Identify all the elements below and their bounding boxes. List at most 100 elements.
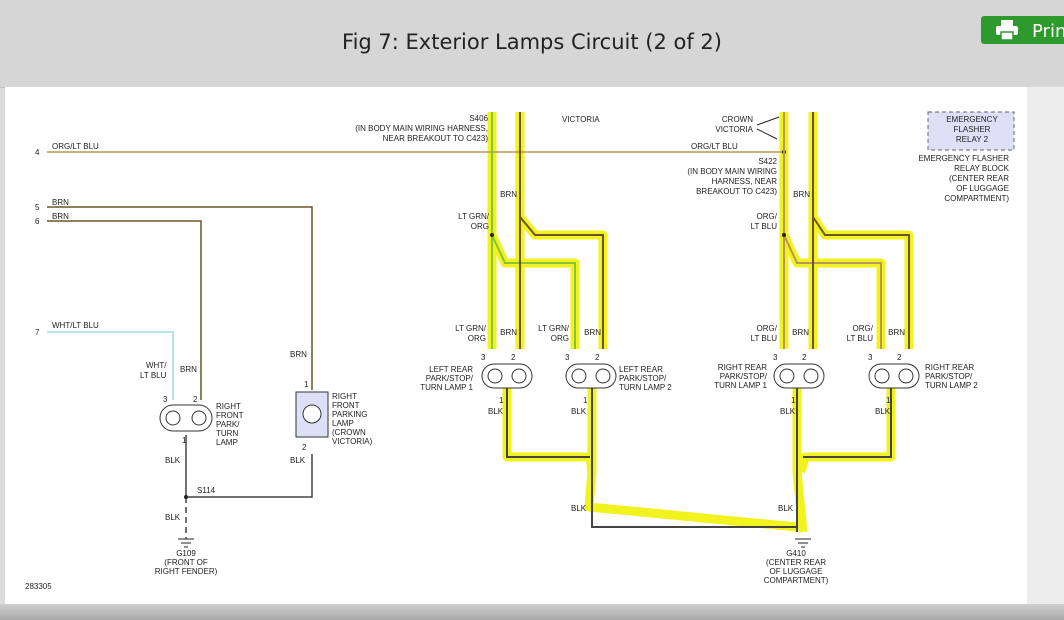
svg-text:3: 3 <box>481 353 486 362</box>
svg-text:BLK: BLK <box>165 513 181 522</box>
svg-text:PARK/STOP/: PARK/STOP/ <box>619 374 667 383</box>
svg-text:CROWN: CROWN <box>722 115 753 124</box>
right-rear-lamp-1-label: RIGHT REAR PARK/STOP/ TURN LAMP 1 <box>714 363 768 390</box>
svg-text:LAMP: LAMP <box>216 438 238 447</box>
svg-text:LEFT REAR: LEFT REAR <box>619 365 663 374</box>
svg-text:1: 1 <box>583 396 588 405</box>
svg-text:G109: G109 <box>176 549 196 558</box>
svg-text:BLK: BLK <box>290 456 306 465</box>
svg-text:VICTORIA): VICTORIA) <box>332 437 373 446</box>
right-rear-lamp-2 <box>868 363 920 389</box>
ground-symbol-g109 <box>178 538 194 548</box>
figure-title: Fig 7: Exterior Lamps Circuit (2 of 2) <box>342 30 722 54</box>
svg-text:PARKING: PARKING <box>332 410 367 419</box>
svg-text:3: 3 <box>868 353 873 362</box>
front-lamp-pins: 3 2 1 1 2 <box>163 380 309 452</box>
svg-text:1: 1 <box>886 396 891 405</box>
splice-s422-label: S422 (IN BODY MAIN WIRING HARNESS, NEAR … <box>687 157 777 196</box>
left-rear-lamp-2 <box>565 363 617 389</box>
right-rear-lamp-2-label: RIGHT REAR PARK/STOP/ TURN LAMP 2 <box>925 363 978 390</box>
svg-text:(IN BODY MAIN WIRING: (IN BODY MAIN WIRING <box>687 167 777 176</box>
svg-text:WHT/: WHT/ <box>146 361 167 370</box>
relay-description: EMERGENCY FLASHER RELAY BLOCK (CENTER RE… <box>918 154 1009 203</box>
org-lt-blu-label-right: ORG/LT BLU <box>691 142 738 151</box>
ground-g410-label: G410 (CENTER REAR OF LUGGAGE COMPARTMENT… <box>764 549 829 585</box>
connector-pin-numbers: 4 5 6 7 <box>35 148 40 337</box>
svg-text:5: 5 <box>35 203 40 212</box>
svg-text:S406: S406 <box>469 114 488 123</box>
crown-victoria-label: CROWN VICTORIA <box>715 115 780 140</box>
svg-text:2: 2 <box>193 395 198 404</box>
left-rear-lamp-2-label: LEFT REAR PARK/STOP/ TURN LAMP 2 <box>619 365 672 392</box>
svg-text:1: 1 <box>304 380 309 389</box>
left-rear-lamp-1 <box>481 363 533 389</box>
svg-text:RIGHT: RIGHT <box>332 392 357 401</box>
svg-text:LT BLU: LT BLU <box>751 222 778 231</box>
svg-text:LT BLU: LT BLU <box>847 334 874 343</box>
svg-text:BRN: BRN <box>180 365 197 374</box>
print-button-label: Prin <box>1032 21 1064 42</box>
svg-text:LAMP: LAMP <box>332 419 354 428</box>
junction-dots <box>184 233 786 499</box>
figure-id: 283305 <box>25 582 52 591</box>
svg-text:PARK/STOP/: PARK/STOP/ <box>426 374 474 383</box>
svg-text:LEFT REAR: LEFT REAR <box>429 365 473 374</box>
svg-text:RIGHT REAR: RIGHT REAR <box>718 363 767 372</box>
relay-label-3: RELAY 2 <box>956 135 989 144</box>
svg-text:PARK/: PARK/ <box>216 420 240 429</box>
svg-text:4: 4 <box>35 148 40 157</box>
svg-text:BLK: BLK <box>778 504 794 513</box>
svg-text:LT BLU: LT BLU <box>140 371 167 380</box>
svg-text:FRONT: FRONT <box>216 411 244 420</box>
svg-text:ORG/: ORG/ <box>853 324 874 333</box>
svg-text:1: 1 <box>182 436 187 445</box>
print-button[interactable]: Prin <box>981 16 1064 44</box>
svg-text:BLK: BLK <box>165 456 181 465</box>
svg-text:TURN LAMP 2: TURN LAMP 2 <box>925 381 978 390</box>
svg-text:6: 6 <box>35 217 40 226</box>
svg-text:TURN LAMP 2: TURN LAMP 2 <box>619 383 672 392</box>
relay-label-2: FLASHER <box>954 125 991 134</box>
svg-text:ORG: ORG <box>471 222 489 231</box>
svg-text:ORG/LT BLU: ORG/LT BLU <box>52 142 99 151</box>
svg-text:7: 7 <box>35 328 40 337</box>
svg-text:3: 3 <box>565 353 570 362</box>
svg-text:OF LUGGAGE: OF LUGGAGE <box>956 184 1009 193</box>
svg-text:BRN: BRN <box>792 328 809 337</box>
svg-text:TURN LAMP 1: TURN LAMP 1 <box>420 383 473 392</box>
svg-text:3: 3 <box>163 395 168 404</box>
svg-text:BLK: BLK <box>780 407 796 416</box>
svg-text:(FRONT OF: (FRONT OF <box>164 558 208 567</box>
svg-text:OF LUGGAGE: OF LUGGAGE <box>770 567 823 576</box>
svg-text:S422: S422 <box>758 157 777 166</box>
wire-labels-left: ORG/LT BLU BRN BRN WHT/LT BLU WHT/ LT BL… <box>52 142 307 522</box>
svg-text:EMERGENCY FLASHER: EMERGENCY FLASHER <box>918 154 1009 163</box>
svg-text:HARNESS, NEAR: HARNESS, NEAR <box>712 177 778 186</box>
page-footer-strip <box>0 604 1064 620</box>
rear-ground-wires <box>506 387 892 532</box>
printer-icon <box>996 20 1018 41</box>
wire-wht-lt-blu <box>47 331 174 400</box>
svg-text:2: 2 <box>897 353 902 362</box>
ground-g109-label: G109 (FRONT OF RIGHT FENDER) <box>155 549 218 576</box>
svg-text:(CROWN: (CROWN <box>332 428 366 437</box>
svg-text:ORG: ORG <box>551 334 569 343</box>
wire-org-lt-blu <box>47 150 786 154</box>
svg-text:BRN: BRN <box>500 190 517 199</box>
svg-text:PARK/STOP/: PARK/STOP/ <box>720 372 768 381</box>
svg-text:LT GRN/: LT GRN/ <box>458 212 490 221</box>
relay-label-1: EMERGENCY <box>946 115 998 124</box>
svg-text:BLK: BLK <box>571 407 587 416</box>
wire-brn-row6 <box>47 220 202 400</box>
svg-text:VICTORIA: VICTORIA <box>715 125 753 134</box>
svg-text:(CENTER REAR: (CENTER REAR <box>766 558 826 567</box>
rear-lamp-pins: 3 2 1 3 2 1 3 2 1 3 2 1 <box>481 353 902 405</box>
svg-text:(CENTER REAR: (CENTER REAR <box>949 174 1009 183</box>
svg-text:(IN BODY MAIN WIRING HARNESS,: (IN BODY MAIN WIRING HARNESS, <box>355 124 488 133</box>
svg-text:LT GRN/: LT GRN/ <box>538 324 570 333</box>
splice-s406-label: S406 (IN BODY MAIN WIRING HARNESS, NEAR … <box>355 114 488 143</box>
svg-text:BLK: BLK <box>875 407 891 416</box>
svg-text:1: 1 <box>499 396 504 405</box>
svg-text:LT GRN/: LT GRN/ <box>455 324 487 333</box>
svg-text:3: 3 <box>773 353 778 362</box>
